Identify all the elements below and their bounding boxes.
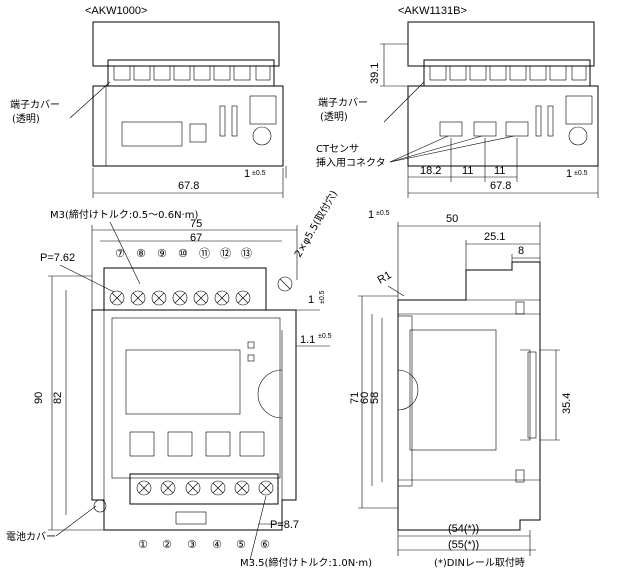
- terminal-4: ④: [212, 538, 222, 551]
- din-clip: [520, 349, 531, 441]
- dim-11b: 11: [494, 165, 505, 177]
- depth-50: 50: [446, 213, 458, 225]
- side-tol-1: 1: [368, 209, 374, 221]
- terminal-12: ⑫: [220, 247, 231, 260]
- akw1131b-terminal-blocks: [429, 65, 587, 81]
- width-67: 67: [190, 232, 202, 244]
- side-panel: [409, 329, 497, 451]
- akw1131b-width-678: 67.8: [490, 180, 511, 192]
- terminal-8: ⑧: [136, 247, 146, 260]
- akw1000-view: <AKW1000> 端子カバー (透明) 1 ±0.5: [10, 5, 287, 198]
- depth-8: 8: [518, 245, 524, 257]
- height-60: 60: [359, 392, 371, 404]
- din-rail-note: (*)DINレール取付時: [434, 556, 525, 569]
- akw1131b-view: <AKW1131B> 39.1 端子カバー (透明) CTセンサ 挿: [316, 5, 599, 198]
- depth-54: (54(*)): [448, 523, 479, 535]
- dim-11a: 11: [462, 165, 473, 177]
- side-view: 1 ±0.5 50 25.1 8 R1 71 60 58: [349, 209, 573, 569]
- depth-251: 25.1: [484, 231, 505, 243]
- depth-55: (55(*)): [448, 539, 479, 551]
- terminal-1: ①: [138, 538, 148, 551]
- akw1131b-height-391: 39.1: [369, 63, 381, 84]
- title-akw1000: <AKW1000>: [85, 5, 147, 17]
- m3-torque-label: M3(締付けトルク:0.5～0.6N·m): [50, 208, 198, 221]
- height-58: 58: [369, 392, 381, 404]
- pitch-87: P=8.7: [270, 519, 299, 531]
- terminal-6: ⑥: [260, 538, 270, 551]
- bottom-screws: [136, 480, 274, 496]
- ct-connector-label: 挿入用コネクタ: [316, 156, 386, 169]
- akw1000-battery-circle: [252, 126, 272, 146]
- pitch-762: P=7.62: [40, 252, 75, 264]
- mount-hole-label: 2×φ5.5(取付穴): [291, 188, 340, 260]
- dim-1-tol: ±0.5: [319, 290, 326, 304]
- ct-sensor-label: CTセンサ: [316, 143, 359, 155]
- height-71: 71: [349, 392, 361, 404]
- front-buttons: [129, 431, 265, 457]
- top-screws: [109, 290, 251, 306]
- terminal-2: ②: [162, 538, 172, 551]
- dim-11: 1.1: [300, 334, 315, 346]
- terminal-cover-label-2: 端子カバー: [318, 96, 368, 109]
- terminal-13: ⑬: [241, 247, 252, 260]
- side-tol-05: ±0.5: [376, 210, 390, 217]
- terminal-3: ③: [187, 538, 197, 551]
- title-akw1131b: <AKW1131B>: [398, 5, 467, 17]
- height-90: 90: [33, 392, 45, 404]
- akw1000-terminal-blocks: [113, 65, 271, 81]
- terminal-5: ⑤: [236, 538, 246, 551]
- akw1000-width-678: 67.8: [178, 180, 199, 192]
- dim-1-top: 1: [308, 294, 314, 306]
- m35-torque-label: M3.5(締付けトルク:1.0N·m): [240, 556, 372, 569]
- ct-connector-3: [505, 121, 529, 137]
- front-panel: [111, 317, 281, 479]
- height-82: 82: [52, 392, 64, 404]
- battery-cover-arc: [257, 369, 283, 419]
- front-display: [125, 349, 241, 415]
- ct-connector-2: [473, 121, 497, 137]
- ct-connector-1: [439, 121, 463, 137]
- terminal-cover-transparent-label: (透明): [12, 113, 40, 125]
- width-75: 75: [190, 218, 202, 230]
- terminal-7: ⑦: [115, 247, 125, 260]
- dim-182: 18.2: [420, 165, 441, 177]
- terminal-11: ⑪: [199, 247, 210, 260]
- akw1131b-tol-1: 1: [566, 168, 572, 180]
- terminal-cover-label: 端子カバー: [10, 98, 60, 111]
- mount-hole-top: [277, 276, 293, 292]
- terminal-cover-transparent-label-2: (透明): [320, 111, 348, 123]
- height-354: 35.4: [561, 393, 573, 414]
- battery-cover-label: 電池カバー: [6, 530, 56, 543]
- terminal-9: ⑨: [157, 247, 167, 260]
- akw1000-tol-05: ±0.5: [252, 170, 266, 177]
- dim-11-tol: ±0.5: [318, 333, 332, 340]
- radius-r1: R1: [376, 269, 394, 286]
- front-view: M3(締付けトルク:0.5～0.6N·m) P=7.62 75 67 ⑦ ⑧ ⑨…: [6, 188, 372, 569]
- akw1000-display: [121, 121, 183, 147]
- terminal-10: ⑩: [178, 247, 188, 260]
- mount-hole-bottom: [93, 499, 107, 513]
- akw1131b-tol-05: ±0.5: [574, 170, 588, 177]
- akw1000-tol-1: 1: [244, 168, 250, 180]
